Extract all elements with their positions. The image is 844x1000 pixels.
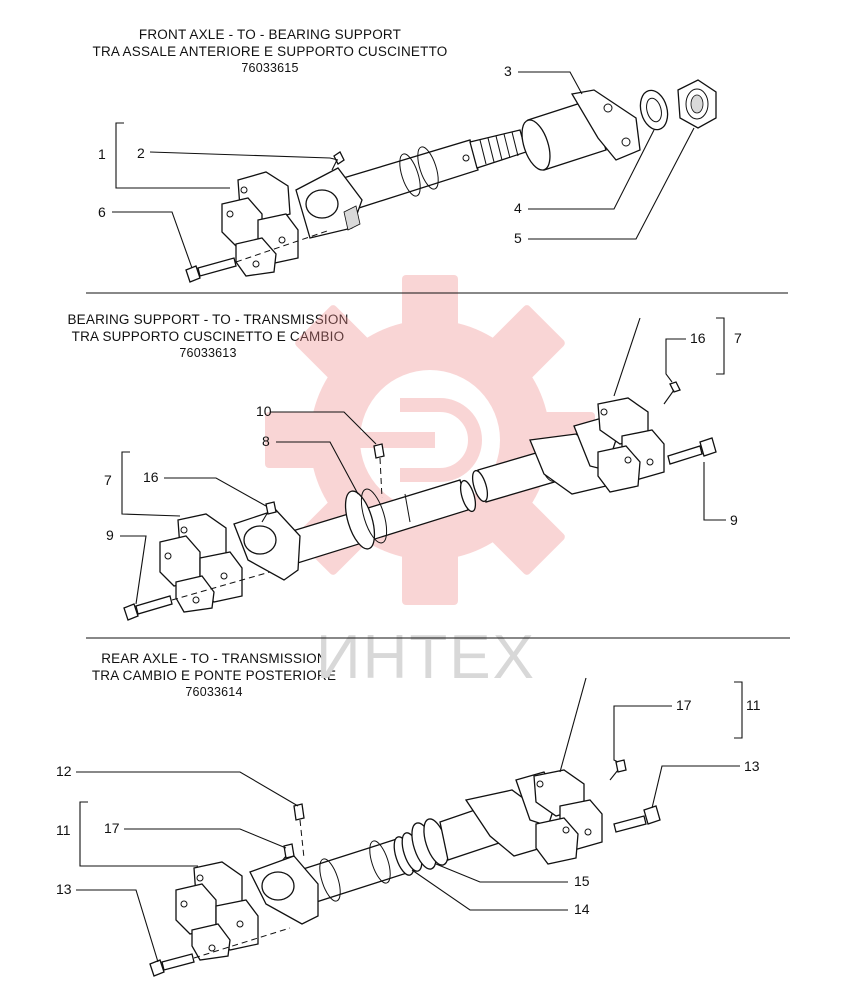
callout-7-left: 7 <box>104 472 112 488</box>
section-2-title-it: TRA SUPPORTO CUSCINETTO E CAMBIO <box>71 329 345 344</box>
section-2-title-en: BEARING SUPPORT - TO - TRANSMISSION <box>67 312 349 327</box>
callout-8: 8 <box>262 433 270 449</box>
section-1-callouts: 1 2 3 4 5 6 <box>98 63 695 269</box>
callout-2: 2 <box>137 145 145 161</box>
section-3-title-en: REAR AXLE - TO - TRANSMISSION <box>101 651 327 666</box>
section-2-header: BEARING SUPPORT - TO - TRANSMISSION TRA … <box>48 311 368 362</box>
callout-9-left: 9 <box>106 527 114 543</box>
rear-axle-shaft-drawing <box>149 759 661 977</box>
callout-14: 14 <box>574 901 590 917</box>
section-2-callouts: 7 16 10 8 7 16 9 9 <box>104 317 742 605</box>
front-axle-shaft-drawing <box>185 79 717 283</box>
callout-17-right: 17 <box>676 697 692 713</box>
section-3-header: REAR AXLE - TO - TRANSMISSION TRA CAMBIO… <box>64 650 364 701</box>
section-1-code: 76033615 <box>241 61 299 75</box>
callout-3: 3 <box>504 63 512 79</box>
callout-16-left: 16 <box>143 469 159 485</box>
callout-1: 1 <box>98 146 106 162</box>
callout-17-left: 17 <box>104 820 120 836</box>
callout-7-right: 7 <box>734 330 742 346</box>
section-1-header: FRONT AXLE - TO - BEARING SUPPORT TRA AS… <box>60 26 480 77</box>
section-3-title-it: TRA CAMBIO E PONTE POSTERIORE <box>91 668 337 683</box>
callout-13-left: 13 <box>56 881 72 897</box>
section-3-code: 76033614 <box>185 685 243 699</box>
callout-4: 4 <box>514 200 522 216</box>
section-2-code: 76033613 <box>179 346 237 360</box>
callout-5: 5 <box>514 230 522 246</box>
section-3-callouts: 11 17 13 12 11 17 13 15 14 <box>56 677 761 963</box>
callout-16-right: 16 <box>690 330 706 346</box>
callout-6: 6 <box>98 204 106 220</box>
section-1-title-it: TRA ASSALE ANTERIORE E SUPPORTO CUSCINET… <box>92 44 448 59</box>
callout-12: 12 <box>56 763 72 779</box>
callout-15: 15 <box>574 873 590 889</box>
callout-13-right: 13 <box>744 758 760 774</box>
callout-11-left: 11 <box>56 822 71 838</box>
callout-10: 10 <box>256 403 272 419</box>
section-1-title-en: FRONT AXLE - TO - BEARING SUPPORT <box>138 27 402 42</box>
callout-11-right: 11 <box>746 697 761 713</box>
watermark-text: ИНТЕХ <box>316 623 536 692</box>
bearing-support-shaft-drawing <box>123 381 717 621</box>
callout-9-right: 9 <box>730 512 738 528</box>
